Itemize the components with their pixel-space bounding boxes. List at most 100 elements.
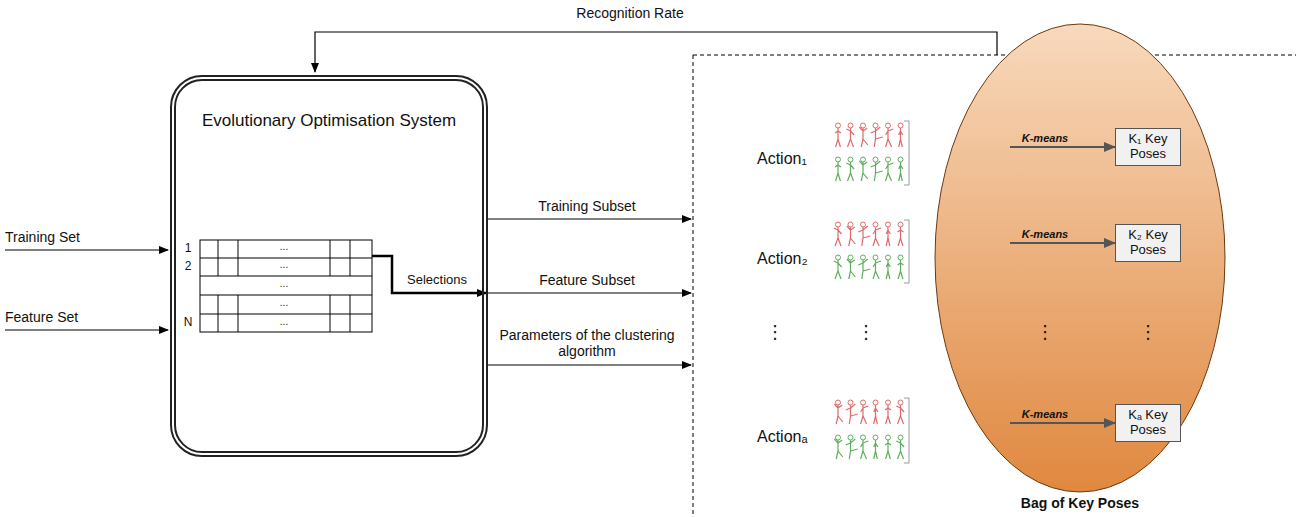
- silhouette-head: [886, 400, 891, 405]
- input-arrow: [5, 249, 168, 250]
- ellipsis: ...: [280, 316, 288, 328]
- silhouette: [899, 128, 903, 147]
- silhouette-head: [898, 157, 903, 162]
- key-pose-box: K₂ Key Poses: [1115, 224, 1181, 262]
- silhouette-head: [861, 222, 866, 227]
- key-pose-box: K₁ Key Poses: [1115, 128, 1181, 166]
- silhouette: [846, 162, 854, 181]
- ellipsis: ⋮: [1036, 322, 1054, 343]
- silhouette-head: [898, 435, 903, 440]
- kmeans-label: K-means: [1022, 132, 1068, 145]
- action-label: Action₁: [757, 150, 807, 168]
- kmeans-arrow: [1010, 242, 1115, 244]
- silhouette: [873, 227, 881, 246]
- silhouette: [834, 404, 842, 424]
- bracket: [904, 398, 909, 463]
- silhouette: [834, 227, 842, 246]
- silhouette: [898, 260, 904, 279]
- silhouette: [846, 439, 858, 459]
- silhouette: [885, 440, 891, 459]
- output-arrow: [488, 292, 691, 293]
- bag-ellipse: Bag of Key PosesK₁ Key PosesK₂ Key Poses…: [935, 24, 1225, 494]
- ellipsis: ...: [280, 297, 288, 309]
- silhouette-head: [873, 222, 878, 227]
- silhouette: [847, 226, 855, 246]
- kmeans-arrow: [1010, 422, 1115, 424]
- silhouette-head: [836, 400, 841, 405]
- input-arrow: [5, 329, 168, 330]
- silhouette: [899, 162, 903, 181]
- silhouette-head: [836, 123, 841, 128]
- ellipsis: ...: [280, 241, 288, 253]
- node-label: Kₐ Key Poses: [1120, 408, 1176, 438]
- silhouette: [859, 161, 867, 181]
- silhouette-head: [873, 157, 878, 162]
- silhouette-head: [886, 435, 891, 440]
- system-box: Evolutionary Optimisation System: [170, 75, 488, 457]
- arrow-label: Selections: [407, 273, 467, 288]
- group-title: Bag of Key Poses: [935, 495, 1225, 511]
- silhouette: [896, 405, 904, 424]
- silhouette: [886, 128, 894, 147]
- output-arrow: [488, 218, 691, 219]
- silhouette-head: [836, 255, 841, 260]
- silhouette-head: [886, 123, 891, 128]
- ellipsis: ⋮: [857, 322, 875, 343]
- silhouette: [873, 260, 881, 279]
- silhouette-head: [836, 435, 841, 440]
- silhouette-head: [848, 157, 853, 162]
- bracket: [904, 121, 909, 185]
- key-pose-box: Kₐ Key Poses: [1115, 404, 1181, 442]
- silhouette: [871, 161, 883, 181]
- silhouette: [898, 227, 904, 246]
- silhouette: [847, 259, 855, 279]
- silhouette-head: [848, 435, 853, 440]
- silhouette-head: [848, 123, 853, 128]
- row-number: 1: [185, 242, 192, 256]
- silhouette-head: [873, 400, 878, 405]
- feedback-arrow: [315, 32, 997, 72]
- ellipsis: ⋮: [1139, 322, 1157, 343]
- silhouette-head: [873, 255, 878, 260]
- silhouette-head: [861, 435, 866, 440]
- output-label: Feature Subset: [539, 272, 635, 288]
- node-label: Evolutionary Optimisation System: [176, 111, 482, 131]
- population-table: [200, 240, 372, 332]
- silhouette: [834, 439, 842, 459]
- silhouette: [871, 127, 883, 147]
- silhouette: [859, 127, 867, 147]
- silhouette: [835, 162, 841, 181]
- node-label: K₂ Key Poses: [1120, 228, 1176, 258]
- silhouette-head: [861, 123, 866, 128]
- silhouette-head: [898, 222, 903, 227]
- silhouette: [861, 440, 869, 459]
- silhouette: [886, 162, 894, 181]
- selection-arrow: [372, 256, 486, 293]
- silhouette-head: [861, 157, 866, 162]
- ellipsis: ...: [280, 278, 288, 290]
- silhouette: [886, 260, 890, 279]
- row-number: N: [184, 316, 193, 330]
- silhouette-head: [848, 255, 853, 260]
- input-label: Training Set: [5, 229, 80, 245]
- bag-ellipse: [935, 24, 1225, 492]
- silhouette: [846, 128, 854, 147]
- silhouette-head: [898, 400, 903, 405]
- silhouette-head: [898, 255, 903, 260]
- silhouette-head: [873, 123, 878, 128]
- silhouette: [896, 440, 904, 459]
- kmeans-label: K-means: [1022, 228, 1068, 241]
- silhouette: [858, 226, 870, 246]
- silhouettes: [834, 121, 909, 463]
- action-label: Actionₐ: [757, 428, 807, 446]
- action-label: Action₂: [757, 250, 808, 268]
- node-label: K₁ Key Poses: [1120, 132, 1176, 162]
- title: Recognition Rate: [576, 5, 683, 21]
- silhouette-head: [886, 222, 891, 227]
- output-label: Parameters of the clustering algorithm: [497, 327, 677, 359]
- bracket: [904, 220, 909, 283]
- silhouette: [885, 405, 891, 424]
- silhouette-head: [836, 222, 841, 227]
- silhouette-head: [836, 157, 841, 162]
- output-label: Training Subset: [538, 198, 636, 214]
